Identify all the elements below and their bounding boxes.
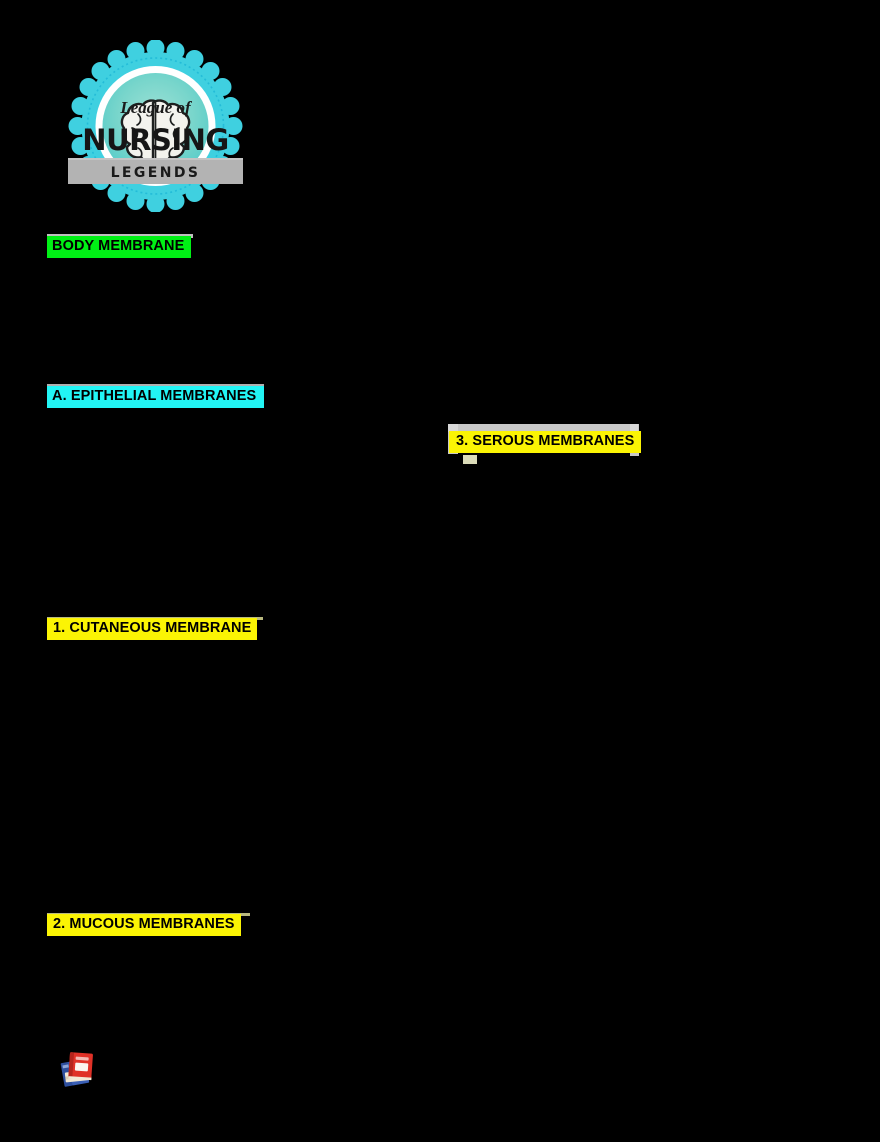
body-text-serous	[449, 466, 749, 666]
books-icon	[56, 1044, 104, 1092]
books-icon-svg	[60, 1052, 93, 1087]
paper-smudge-epithelial	[47, 384, 264, 387]
logo-banner: LEGENDS	[68, 158, 243, 184]
logo: League of NURSING LEGENDS	[68, 40, 243, 212]
ghost-subline-serous	[470, 452, 478, 464]
heading-body-membrane: BODY MEMBRANE	[47, 236, 192, 258]
logo-main-text: NURSING	[82, 123, 228, 157]
body-text-cutaneous	[47, 650, 262, 900]
body-text-mucous	[47, 946, 262, 1036]
logo-brain-icon	[120, 99, 191, 164]
logo-banner-label: LEGENDS	[111, 165, 201, 181]
paper-smudge-serous-top	[448, 424, 638, 432]
logo-top-text: League of	[119, 98, 193, 117]
heading-cutaneous-membrane: 1. CUTANEOUS MEMBRANE	[47, 618, 258, 640]
league-of-nursing-legends-logo-svg: League of NURSING LEGENDS	[68, 40, 243, 212]
body-text-body-membrane	[47, 262, 247, 372]
body-text-epithelial	[47, 418, 287, 608]
heading-epithelial-membranes: A. EPITHELIAL MEMBRANES	[47, 386, 265, 408]
heading-serous-membranes: 3. SEROUS MEMBRANES	[449, 431, 642, 453]
logo-top-text-label: League of	[119, 98, 193, 117]
heading-mucous-membranes: 2. MUCOUS MEMBRANES	[47, 914, 241, 936]
paper-smudge-serous-under	[463, 455, 477, 464]
